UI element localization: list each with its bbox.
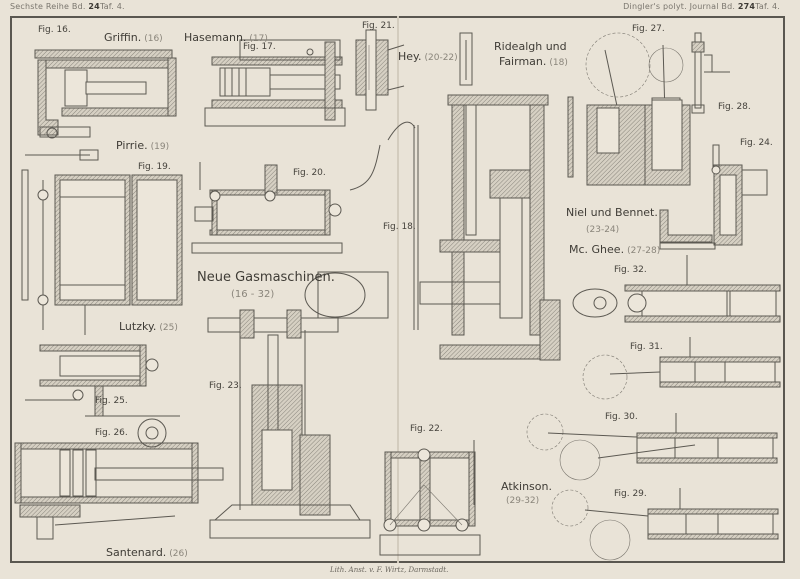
fig31-drawing: [582, 337, 781, 400]
inventor-name: Mc. Ghee.: [569, 243, 625, 256]
fig16-label: Fig. 16.: [38, 25, 71, 35]
inventor-pirrie: Pirrie.(19): [116, 139, 169, 152]
fig16-drawing: [34, 49, 177, 139]
fig22-label: Fig. 22.: [410, 424, 443, 434]
fig27-label: Fig. 27.: [632, 24, 665, 34]
fig27-drawing: [567, 32, 691, 186]
fig19-drawing: [21, 149, 183, 335]
fig28-drawing: [691, 32, 730, 114]
lithographer-credit: Lith. Anst. v. F. Wirtz, Darmstadt.: [330, 566, 449, 574]
fig23-drawing: [207, 309, 371, 539]
fig18-drawing: [304, 32, 561, 361]
fig29-label: Fig. 29.: [614, 489, 647, 499]
header-journal: Dingler's polyt. Journal Bd. 274Taf. 4.: [623, 2, 780, 11]
inventor-figs: (26): [169, 549, 188, 559]
inventor-figs: (27-28): [627, 246, 661, 256]
header-journal-prefix: Dingler's polyt. Journal Bd.: [623, 2, 736, 11]
inventor-niel-bennet: Niel und Bennet.: [566, 206, 658, 219]
inventor-name: Pirrie.: [116, 139, 148, 152]
inventor-figs: (18): [549, 58, 568, 68]
inventor-lutzky: Lutzky.(25): [119, 320, 178, 333]
fig32-drawing: [572, 255, 781, 323]
header-series: Sechste Reihe Bd. 24Taf. 4.: [10, 2, 125, 11]
fig26-drawing: [14, 418, 224, 540]
fig30-drawing: [526, 413, 778, 481]
inventor-name: Hey.: [398, 50, 422, 63]
fig23-label: Fig. 23.: [209, 381, 242, 391]
fig17-label: Fig. 17.: [243, 42, 276, 52]
inventor-santenard: Santenard.(26): [106, 546, 188, 559]
header-series-suffix: Taf. 4.: [99, 2, 125, 11]
header-series-volume: 24: [88, 2, 100, 11]
inventor-niel-bennet-figs: (23-24): [586, 225, 620, 235]
fig32-label: Fig. 32.: [614, 265, 647, 275]
inventor-hey: Hey.(20-22): [398, 50, 458, 63]
fig31-label: Fig. 31.: [630, 342, 663, 352]
inventor-name: Griffin.: [104, 31, 142, 44]
fig18-label: Fig. 18.: [383, 222, 416, 232]
inventor-figs: (17): [249, 34, 268, 44]
fig30-label: Fig. 30.: [605, 412, 638, 422]
inventor-figs: (20-22): [424, 53, 458, 63]
plate-title: Neue Gasmaschinen.: [197, 270, 335, 285]
inventor-atkinson-figs: (29-32): [506, 496, 540, 506]
fig21-drawing: [355, 29, 405, 111]
fig20-drawing: [191, 162, 343, 254]
header-journal-suffix: Taf. 4.: [755, 2, 780, 11]
inventor-figs: (25): [159, 323, 178, 333]
header-journal-volume: 274: [737, 2, 756, 11]
fig20-label: Fig. 20.: [293, 168, 326, 178]
fig24-drawing: [659, 144, 768, 250]
inventor-hasemann: Hasemann.(17): [184, 31, 268, 44]
fig26-label: Fig. 26.: [95, 428, 128, 438]
inventor-figs: (19): [150, 142, 170, 152]
inventor-name: Ridealgh und: [494, 40, 567, 53]
fig25-label: Fig. 25.: [95, 396, 128, 406]
inventor-name: Lutzky.: [119, 320, 157, 333]
fig25-drawing: [25, 344, 180, 417]
plate-title-range: (16 - 32): [231, 289, 275, 300]
inventor-mcghee: Mc. Ghee.(27-28): [569, 243, 660, 256]
fig17-drawing: [204, 39, 346, 127]
fig29-drawing: [551, 488, 779, 561]
fig22-drawing: [379, 440, 481, 556]
inventor-name: Hasemann.: [184, 31, 247, 44]
inventor-atkinson: Atkinson.: [501, 480, 552, 493]
fig24-label: Fig. 24.: [740, 138, 773, 148]
inventor-figs: (16): [144, 34, 163, 44]
inventor-griffin: Griffin.(16): [104, 31, 163, 44]
fig19-label: Fig. 19.: [138, 162, 171, 172]
inventor-name-2: Fairman.: [499, 55, 547, 68]
header-series-prefix: Sechste Reihe Bd.: [10, 2, 86, 11]
fig28-label: Fig. 28.: [718, 102, 751, 112]
fig21-label: Fig. 21.: [362, 21, 395, 31]
inventor-name: Santenard.: [106, 546, 167, 559]
